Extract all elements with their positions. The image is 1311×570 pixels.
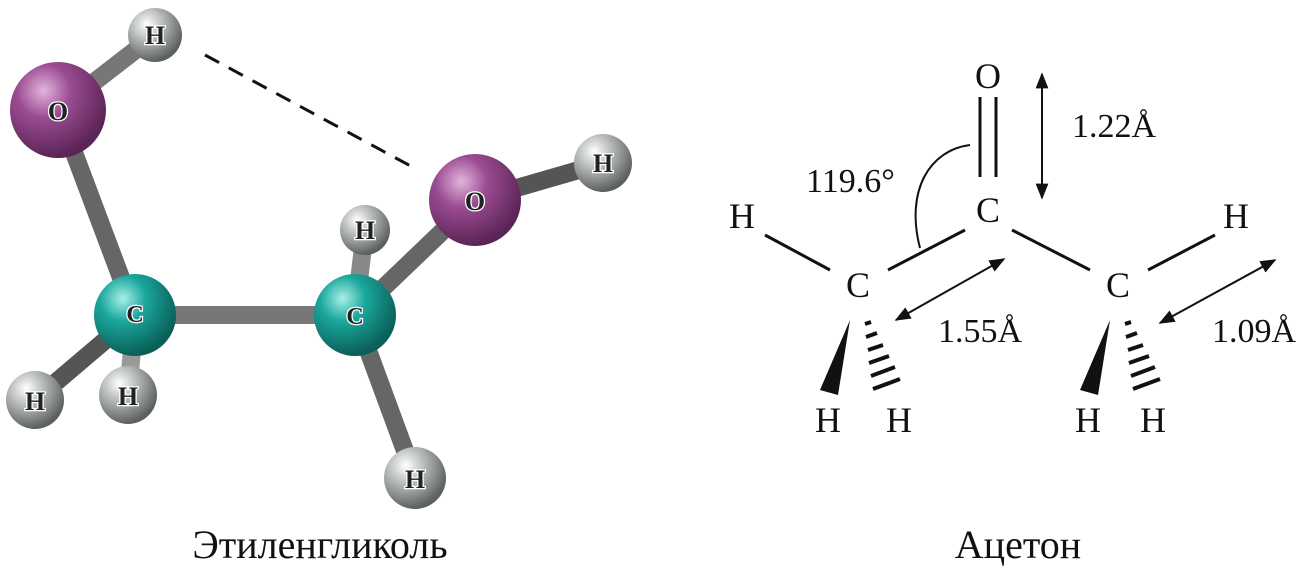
acetone-atom-h: H [1075, 400, 1101, 440]
ethylene-glycol-caption: Этиленгликоль [192, 522, 447, 567]
bond-length-cc-label: 1.55Å [938, 313, 1023, 350]
svg-text:O: O [465, 187, 485, 216]
atom-o-left: O [10, 62, 106, 158]
atom-h-bottom-right: H [384, 447, 446, 509]
acetone-atom-h: H [1223, 196, 1249, 236]
acetone-atom-h: H [1140, 400, 1166, 440]
hydrogen-bond-dashed [204, 53, 419, 172]
acetone-structure: O C C C H H H H H H 1.22Å 1.55Å 1.09Å 11… [729, 56, 1297, 567]
bond-length-co-label: 1.22Å [1072, 108, 1157, 145]
acetone-atom-c-left: C [846, 265, 870, 305]
acetone-atom-h: H [815, 400, 841, 440]
hash-bond-right [1124, 320, 1161, 391]
atom-h-above-c2: H [340, 205, 390, 255]
acetone-atom-o: O [975, 56, 1001, 96]
bond-length-ch-label: 1.09Å [1212, 313, 1297, 350]
ethylene-glycol-model: H O H O H C C H H H Этиленгликоль [6, 8, 632, 567]
atom-h-bottom-left: H [6, 371, 64, 429]
wedge-bond-left [820, 320, 850, 395]
svg-text:H: H [118, 382, 138, 411]
bond-length-arrow-cc [894, 258, 1006, 321]
atom-c-right: C [314, 274, 396, 356]
acetone-caption: Ацетон [955, 522, 1081, 567]
acetone-atom-h: H [729, 196, 755, 236]
svg-text:H: H [355, 216, 375, 245]
atom-h-top: H [128, 8, 182, 62]
svg-text:C: C [346, 304, 363, 330]
atom-c-left: C [94, 274, 176, 356]
bond-length-arrow-ch [1158, 259, 1277, 324]
svg-text:H: H [405, 465, 425, 494]
atom-h-bottom-mid: H [99, 366, 157, 424]
acetone-atom-c-right: C [1106, 265, 1130, 305]
bond-angle-arc [914, 144, 971, 249]
atom-h-right: H [574, 134, 632, 192]
svg-text:H: H [25, 387, 45, 416]
hash-bond-left [864, 320, 901, 391]
bond-angle-label: 119.6° [806, 163, 895, 200]
wedge-bond-right [1080, 320, 1110, 395]
svg-text:H: H [593, 149, 613, 178]
acetone-atom-c-center: C [976, 190, 1000, 230]
atom-o-right: O [429, 154, 521, 246]
svg-text:O: O [48, 97, 68, 126]
svg-text:C: C [126, 302, 143, 328]
acetone-atom-h: H [886, 400, 912, 440]
svg-text:H: H [145, 21, 165, 50]
